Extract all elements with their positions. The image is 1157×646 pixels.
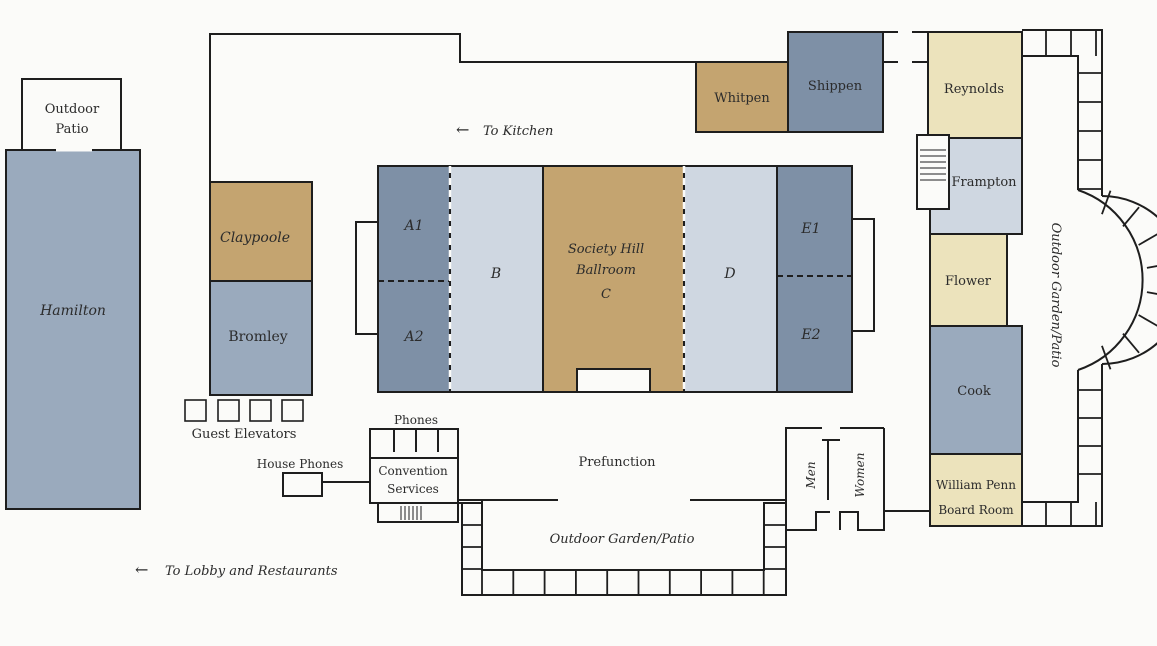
convention-services-room[interactable]	[369, 457, 459, 504]
a1-label: A1	[402, 218, 423, 234]
bottom-garden-tiles	[462, 524, 786, 595]
b-label: B	[490, 266, 501, 282]
outdoor-patio-room[interactable]	[21, 78, 122, 151]
convention-services-label: Convention	[378, 464, 448, 478]
flower-label: Flower	[945, 274, 992, 289]
frampton-label: Frampton	[951, 175, 1017, 190]
shippen-room[interactable]	[787, 31, 884, 133]
whitpen-label: Whitpen	[714, 91, 770, 106]
to-kitchen-arrow-icon: ←	[456, 120, 469, 139]
elevator-2[interactable]	[217, 399, 240, 422]
elevator-3[interactable]	[249, 399, 272, 422]
to-kitchen-label[interactable]: To Kitchen	[483, 124, 553, 139]
e2-label: E2	[800, 327, 820, 343]
flower-room[interactable]	[929, 233, 1008, 327]
ballroom-label: Society Hill	[568, 242, 644, 257]
convention-stair	[377, 502, 459, 523]
restrooms	[785, 427, 885, 531]
e1-label: E1	[800, 221, 820, 237]
tile-divider	[1146, 291, 1157, 295]
reynolds-label: Reynolds	[944, 82, 1004, 97]
stairwell-treads	[920, 149, 946, 181]
salon-b-room[interactable]	[449, 165, 544, 393]
prefunction-label: Prefunction	[578, 455, 656, 470]
stairwell	[916, 134, 950, 210]
elevator-1[interactable]	[184, 399, 207, 422]
men-label: Men	[804, 461, 818, 489]
william-penn-label: William Penn	[936, 478, 1016, 492]
ballroom-label-3: C	[601, 287, 611, 302]
ballroom-east-alcove	[851, 218, 875, 332]
cook-room[interactable]	[929, 325, 1023, 455]
reynolds-room[interactable]	[927, 31, 1023, 139]
hamilton-label: Hamilton	[39, 303, 106, 319]
shippen-label: Shippen	[808, 79, 863, 94]
to-lobby-label[interactable]: To Lobby and Restaurants	[165, 564, 338, 579]
to-lobby-arrow-icon: ←	[135, 560, 148, 579]
tile-divider	[1138, 314, 1157, 327]
claypoole-label: Claypoole	[220, 230, 290, 246]
women-label: Women	[853, 453, 867, 498]
cook-label: Cook	[957, 384, 991, 399]
outdoor-garden-bottom-label: Outdoor Garden/Patio	[550, 532, 695, 547]
whitpen-room[interactable]	[695, 61, 789, 133]
elevator-4[interactable]	[281, 399, 304, 422]
outdoor-patio-label-2: Patio	[55, 122, 88, 137]
guest-elevators	[184, 399, 304, 422]
ballroom-stage-box	[576, 368, 651, 393]
convention-services-label-2: Services	[387, 482, 439, 496]
right-garden-frame	[1021, 29, 1157, 527]
d-label: D	[723, 266, 735, 282]
tile-divider	[1101, 345, 1112, 370]
house-phones-box[interactable]	[282, 472, 323, 497]
ballroom-complex	[355, 165, 875, 393]
william-penn-room[interactable]	[929, 453, 1023, 527]
william-penn-label-2: Board Room	[938, 503, 1014, 517]
outdoor-garden-right-label: Outdoor Garden/Patio	[1048, 223, 1063, 368]
salon-a-room[interactable]	[377, 165, 451, 393]
tile-divider	[1101, 190, 1112, 215]
salon-d-room[interactable]	[683, 165, 778, 393]
salon-e-room[interactable]	[776, 165, 853, 393]
phones-label: Phones	[394, 413, 438, 427]
arc-garden-tiles	[1101, 190, 1157, 370]
ballroom-west-alcove	[355, 221, 379, 335]
bottom-garden-frame	[458, 500, 787, 596]
ballroom-label-2: Ballroom	[575, 263, 636, 278]
house-phones-label: House Phones	[257, 457, 344, 471]
claypoole-room[interactable]	[209, 181, 313, 282]
right-garden-tiles	[1045, 30, 1102, 526]
hamilton-room[interactable]	[5, 149, 141, 510]
tile-divider	[1146, 265, 1157, 269]
bromley-room[interactable]	[209, 280, 313, 396]
a2-label: A2	[402, 329, 423, 345]
outdoor-patio-label: Outdoor	[45, 102, 100, 117]
convention-stair-treads	[400, 506, 422, 520]
guest-elevators-label: Guest Elevators	[192, 427, 297, 442]
phones-area	[369, 428, 459, 458]
tile-divider	[1138, 233, 1157, 246]
ballroom-c-room[interactable]	[542, 165, 685, 393]
tile-divider	[1122, 333, 1140, 354]
tile-divider	[1122, 206, 1140, 227]
bromley-label: Bromley	[228, 329, 287, 345]
